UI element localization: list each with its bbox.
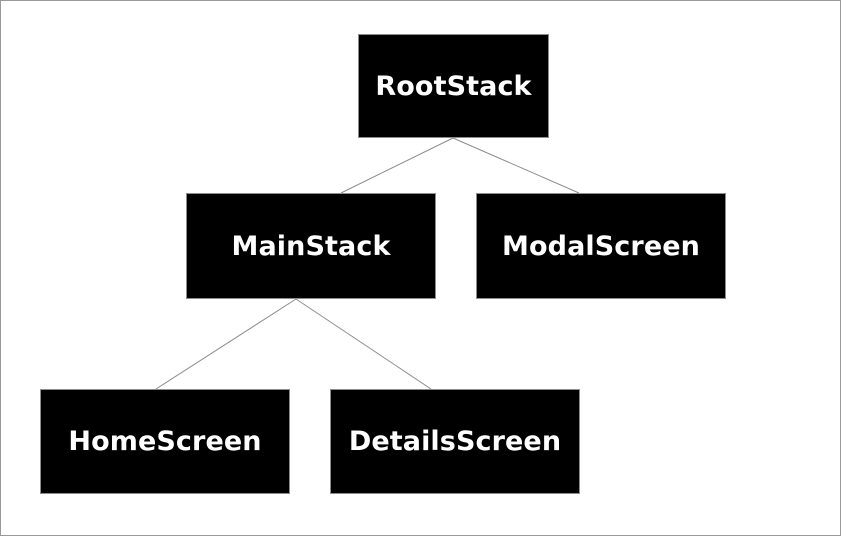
edge-rootstack-modalscreen: [452, 137, 580, 194]
node-detailsscreen[interactable]: DetailsScreen: [330, 389, 580, 494]
edge-mainstack-detailsscreen: [295, 298, 432, 390]
node-label-homescreen: HomeScreen: [68, 426, 262, 457]
node-label-mainstack: MainStack: [231, 230, 391, 262]
node-mainstack[interactable]: MainStack: [186, 193, 436, 299]
node-label-modalscreen: ModalScreen: [502, 230, 700, 262]
node-label-detailsscreen: DetailsScreen: [348, 426, 562, 457]
edge-mainstack-homescreen: [155, 298, 297, 390]
edge-rootstack-mainstack: [340, 137, 454, 194]
node-modalscreen[interactable]: ModalScreen: [476, 193, 726, 299]
node-label-rootstack: RootStack: [375, 70, 532, 102]
node-rootstack[interactable]: RootStack: [358, 34, 549, 138]
node-homescreen[interactable]: HomeScreen: [40, 389, 290, 494]
